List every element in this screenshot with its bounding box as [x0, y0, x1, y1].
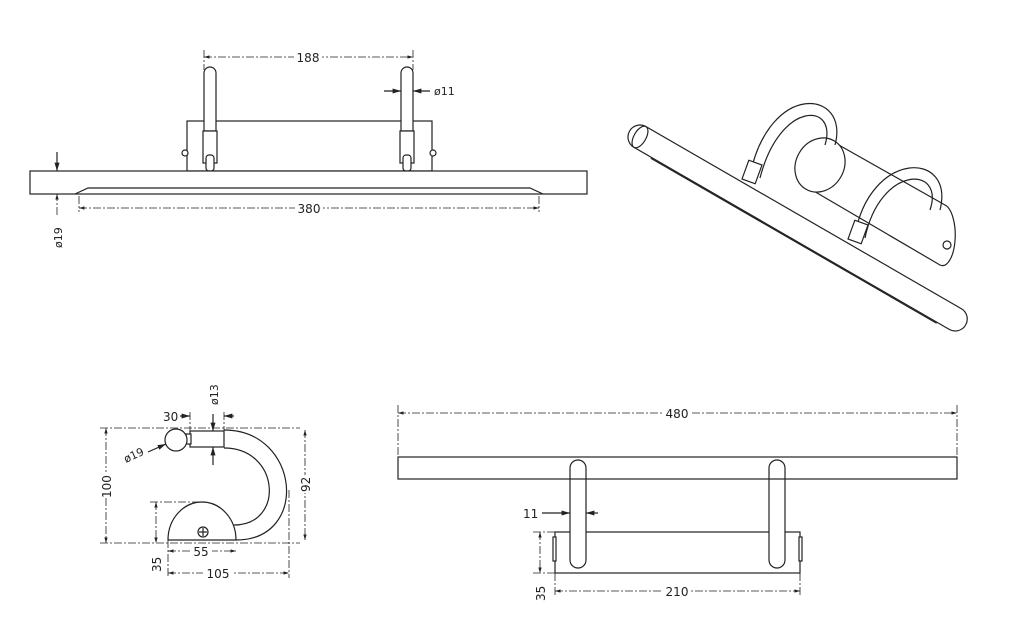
dim-bar-diameter: ø19: [52, 227, 65, 248]
back-plate: [186, 120, 433, 172]
screw-icon: [942, 240, 952, 250]
arm-right: [399, 66, 415, 172]
dim-arm-diameter-side: ø13: [208, 384, 221, 405]
dim-base-height: 35: [150, 557, 164, 572]
iso-arm-left: [749, 103, 838, 179]
arm-sleeve: [189, 430, 225, 448]
light-strip: [74, 187, 544, 195]
iso-light-bar: [627, 124, 968, 332]
bar-section: [164, 428, 188, 452]
dim-arm-spacing: 188: [297, 51, 320, 65]
dim-arm-height: 92: [299, 477, 313, 492]
dim-arm-width: 11: [523, 507, 538, 521]
curved-arm: [223, 429, 288, 541]
front-view: 188 ø11 ø19 380: [29, 50, 588, 248]
base-mount: [167, 501, 237, 541]
dim-bar-diameter-side: ø19: [122, 445, 146, 466]
dim-top-base-height: 35: [534, 586, 548, 601]
dim-total-depth: 105: [207, 567, 230, 581]
dim-total-height: 100: [100, 475, 114, 498]
dim-base-width: 55: [193, 545, 208, 559]
top-arm-left: [569, 459, 587, 569]
light-bar: [29, 170, 588, 195]
top-arm-right: [768, 459, 786, 569]
screw-icon: [429, 149, 437, 157]
side-view: 100 92 35 55 105 30 ø13 ø19: [99, 384, 313, 581]
screw-icon: [197, 526, 209, 538]
dim-bar-length: 480: [666, 407, 689, 421]
screw-icon: [181, 149, 189, 157]
isometric-view: [627, 103, 968, 332]
arm-left: [202, 66, 218, 172]
top-back-plate: [554, 531, 801, 574]
iso-back-plate: [811, 139, 956, 267]
top-light-bar: [397, 456, 958, 480]
dim-light-length: 380: [298, 202, 321, 216]
dim-top-base-width: 210: [666, 585, 689, 599]
top-view: 480 11 35 210: [397, 405, 958, 601]
dim-arm-diameter: ø11: [434, 85, 455, 98]
iso-arm-right: [854, 167, 943, 239]
dim-arm-offset: 30: [163, 410, 178, 424]
